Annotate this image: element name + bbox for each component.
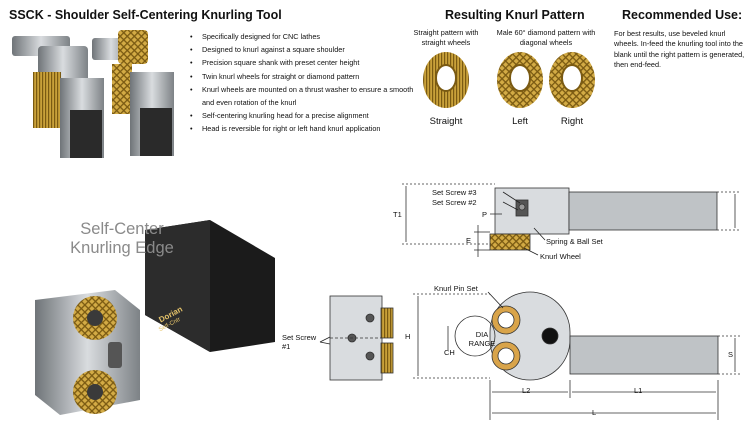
page-title: SSCK - Shoulder Self-Centering Knurling … — [9, 8, 282, 22]
dim-e: E — [466, 236, 472, 245]
dim-p: P — [482, 210, 488, 219]
dim-l2: L2 — [522, 386, 531, 395]
feature-item: Self-centering knurling head for a preci… — [190, 109, 420, 122]
leader-lines-top — [502, 191, 546, 256]
label-set-screw-3: Set Screw #3 — [432, 188, 477, 197]
knurl-pattern-title: Resulting Knurl Pattern — [445, 8, 585, 22]
tool-head-photo-right — [92, 30, 174, 156]
tool-isometric-photo — [35, 220, 275, 415]
knurl-sample-left — [497, 52, 543, 108]
feature-list: Specifically designed for CNC lathes Des… — [190, 30, 420, 136]
label-spring-ball-set: Spring & Ball Set — [546, 237, 603, 246]
feature-item: Twin knurl wheels for straight or diamon… — [190, 70, 420, 83]
dim-h: H — [405, 332, 411, 341]
dim-l1: L1 — [634, 386, 643, 395]
label-straight: Straight — [429, 116, 463, 127]
feature-item: Precision square shank with preset cente… — [190, 56, 420, 69]
knurl-sample-straight — [423, 52, 469, 108]
tool-head-photo-left — [12, 36, 104, 158]
dim-dia-range: DIA RANGE — [468, 330, 496, 348]
label-left: Left — [512, 116, 528, 127]
dim-ch: CH — [444, 348, 455, 357]
feature-item: Designed to knurl against a square shoul… — [190, 43, 420, 56]
label-knurl-pin-set: Knurl Pin Set — [434, 284, 478, 293]
diamond-pattern-caption: Male 60° diamond pattern with diagonal w… — [496, 28, 596, 47]
feature-item: Knurl wheels are mounted on a thrust was… — [190, 83, 420, 109]
drawing-top-view — [402, 183, 740, 257]
recommended-text: For best results, use beveled knurl whee… — [614, 29, 745, 70]
feature-item: Specifically designed for CNC lathes — [190, 30, 420, 43]
straight-pattern-caption: Straight pattern with straight wheels — [413, 28, 479, 47]
dim-t1: T1 — [393, 210, 402, 219]
drawing-front-view — [413, 291, 740, 420]
label-knurl-wheel: Knurl Wheel — [540, 252, 581, 261]
drawing-side-block — [329, 295, 394, 381]
knurl-sample-right — [549, 52, 595, 108]
recommended-title: Recommended Use: — [622, 8, 743, 22]
feature-item: Head is reversible for right or left han… — [190, 122, 420, 135]
dim-l: L — [592, 408, 597, 417]
label-set-screw-1: Set Screw #1 — [282, 333, 317, 351]
label-right: Right — [560, 116, 584, 127]
label-set-screw-2: Set Screw #2 — [432, 198, 477, 207]
side-view-title: Self-Center Knurling Edge — [70, 220, 174, 257]
dim-s: S — [728, 350, 734, 359]
